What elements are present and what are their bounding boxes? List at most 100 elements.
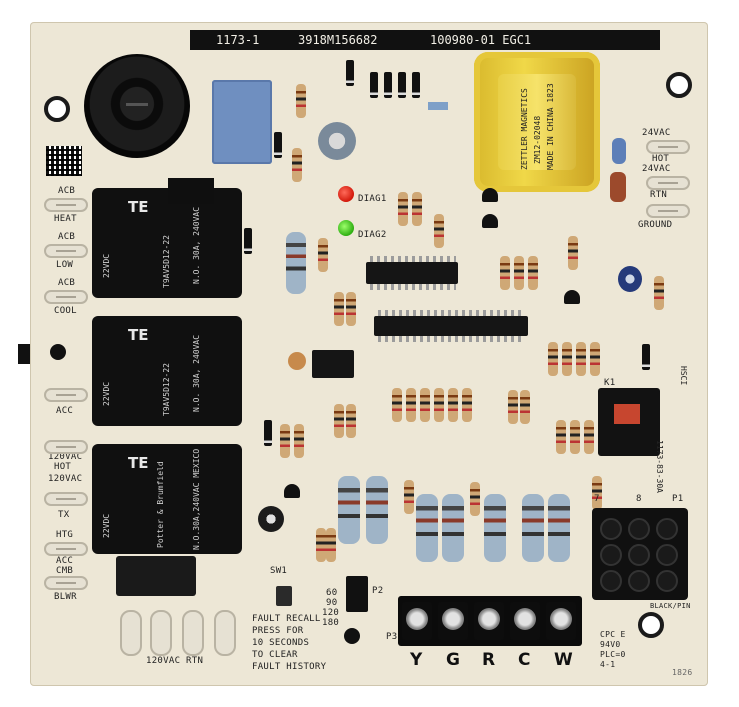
spade-terminal-tx[interactable] (44, 492, 88, 506)
connector-name: P1 (672, 494, 684, 504)
film-capacitor (612, 138, 626, 164)
side-relay-label: K1 (604, 378, 616, 388)
transformer-core (498, 74, 576, 170)
screw-terminal-g[interactable] (438, 602, 468, 640)
connector-pin (656, 518, 678, 540)
relay-1: TE T9AV5D12-22 N.O. 30A, 240VAC 22VDC (92, 188, 242, 298)
terminal-block-name: P3 (386, 632, 398, 642)
spade-terminal-heat[interactable] (44, 198, 88, 212)
terminal-label-bottom: CMB (56, 566, 74, 576)
ic-chip-u1 (374, 316, 528, 336)
diode (412, 72, 420, 98)
spade-terminal-rtn[interactable] (182, 610, 204, 656)
resistor (462, 388, 472, 422)
cert-line: 4-1 (600, 660, 616, 669)
relay-3: TE Potter & Brumfield N.O.30A,240VAC MEX… (92, 444, 242, 554)
terminal-label-top: 120VAC (48, 452, 83, 462)
relay-coil: 22VDC (102, 253, 111, 278)
transformer-label-2: ZM12-02048 (533, 115, 542, 164)
spade-terminal-htg[interactable] (44, 542, 88, 556)
resistor (280, 424, 290, 458)
spade-terminal-rtn[interactable] (120, 610, 142, 656)
relay-2: TE T9AV5D12-22 N.O. 30A, 240VAC 22VDC (92, 316, 242, 426)
diode (264, 420, 272, 446)
resistor (568, 236, 578, 270)
resistor (398, 192, 408, 226)
diode (384, 72, 392, 98)
mounting-hole-top-left (44, 96, 70, 122)
transistor (284, 484, 300, 498)
qr-code (46, 146, 82, 176)
electrolytic-capacitor (618, 266, 642, 292)
screw-terminal-r[interactable] (474, 602, 504, 640)
power-resistor (416, 494, 438, 562)
spade-terminal-cool[interactable] (44, 290, 88, 304)
power-resistor (338, 476, 360, 544)
jumper-label: 120 (322, 608, 340, 618)
spade-terminal-24vac-rtn[interactable] (646, 176, 690, 190)
transistor (564, 290, 580, 304)
terminal-letter: W (554, 650, 573, 670)
resistor (508, 390, 518, 424)
spade-terminal-hot[interactable] (44, 440, 88, 454)
round-component-slot (126, 103, 148, 106)
fault-recall-switch[interactable] (276, 586, 292, 606)
ic-chip-u3 (312, 350, 354, 378)
mounting-hole-bottom-right (638, 612, 664, 638)
terminal-label-top: ACC (56, 556, 74, 566)
spade-terminal-blwr[interactable] (44, 576, 88, 590)
resistor (448, 388, 458, 422)
connector-pin (628, 570, 650, 592)
spade-terminal-low[interactable] (44, 244, 88, 258)
resistor (334, 404, 344, 438)
resistor (334, 292, 344, 326)
part-number-3: 100980-01 EGC1 (430, 33, 532, 47)
screw-terminal-w[interactable] (546, 602, 576, 640)
resistor (420, 388, 430, 422)
relay-brand: TE (128, 198, 149, 216)
ic-pins (378, 310, 524, 316)
resistor (470, 482, 480, 516)
relay-coil: 22VDC (102, 513, 111, 538)
right-label: RTN (650, 190, 668, 200)
jumper-block[interactable] (346, 576, 368, 612)
relay-model: T9AV5D12-22 (162, 235, 171, 288)
resistor (556, 420, 566, 454)
right-label: GROUND (638, 220, 673, 230)
cert-line: 94V0 (600, 640, 621, 649)
spade-terminal-rtn[interactable] (214, 610, 236, 656)
terminal-label-top: 120VAC (48, 474, 83, 484)
voltage-regulator (168, 178, 214, 204)
spade-terminal-ground[interactable] (646, 204, 690, 218)
jumper-label: 90 (326, 598, 338, 608)
relay-coil: 22VDC (102, 381, 111, 406)
resistor (528, 256, 538, 290)
ic-pins (370, 284, 456, 290)
round-button-left (50, 344, 66, 360)
diode (642, 344, 650, 370)
relay-rating: N.O.30A,240VAC MEXICO (192, 448, 201, 550)
relay-model: T9AV5D12-22 (162, 363, 171, 416)
jumper-name: P2 (372, 586, 384, 596)
spade-terminal-acc[interactable] (44, 388, 88, 402)
terminal-letter: R (482, 650, 496, 670)
resistor (562, 342, 572, 376)
resistor (326, 528, 336, 562)
connector-pin-label: 7 (594, 494, 600, 504)
spade-terminal-rtn[interactable] (150, 610, 172, 656)
part-number-1: 1173-1 (216, 33, 260, 47)
cert-line: PLC=0 (600, 650, 626, 659)
screw-terminal-c[interactable] (510, 602, 540, 640)
round-component (84, 54, 190, 158)
relay-brand: TE (128, 454, 149, 472)
ic-pins (370, 256, 456, 262)
electrolytic-capacitor (258, 506, 284, 532)
led-red (338, 186, 354, 202)
resistor (590, 342, 600, 376)
spade-terminal-24vac-hot[interactable] (646, 140, 690, 154)
transistor (482, 214, 498, 228)
fault-line: FAULT HISTORY (252, 662, 327, 672)
resistor (500, 256, 510, 290)
resistor (654, 276, 664, 310)
screw-terminal-y[interactable] (402, 602, 432, 640)
